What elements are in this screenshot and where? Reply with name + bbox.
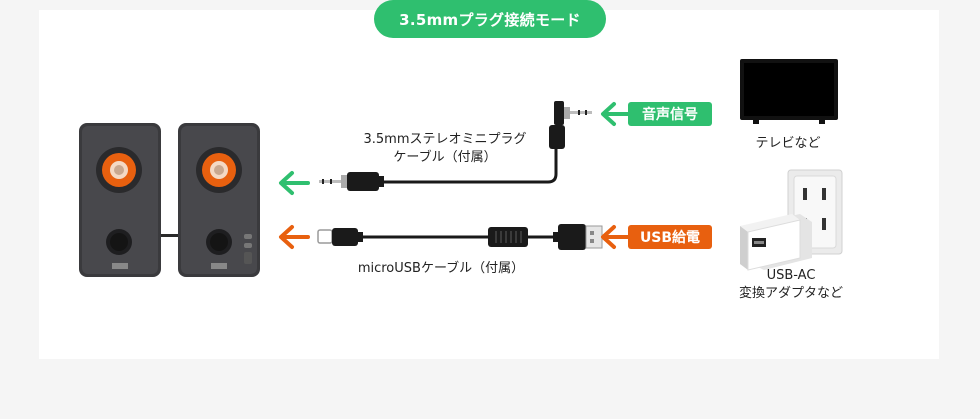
arrow-from-tv-icon (601, 102, 630, 126)
mode-title: 3.5mmプラグ接続モード (374, 0, 606, 38)
arrow-from-adapter-icon (601, 225, 630, 249)
stereo-cable-label-line1: 3.5mmステレオミニプラグ (363, 132, 527, 147)
audio-signal-tag: 音声信号 (628, 102, 712, 126)
usb-ac-adapter-icon (740, 214, 812, 271)
micro-usb-cable (317, 224, 603, 250)
stereo-cable-label-line2: ケーブル（付属） (393, 150, 497, 165)
tv-label: テレビなど (755, 136, 821, 151)
arrow-left-green-icon (279, 171, 310, 195)
stereo-mini-cable (319, 101, 592, 191)
usb-cable-label: microUSBケーブル（付属） (357, 261, 525, 276)
speaker-right (178, 123, 260, 277)
arrow-left-orange-icon (279, 225, 310, 249)
speaker-link-cable (161, 234, 179, 237)
ac-adapter-label-line1: USB-AC (766, 268, 816, 283)
ac-adapter-label-line2: 変換アダプタなど (738, 286, 843, 301)
speaker-left (79, 123, 161, 277)
tv-icon (740, 59, 838, 124)
usb-power-tag: USB給電 (628, 225, 712, 249)
